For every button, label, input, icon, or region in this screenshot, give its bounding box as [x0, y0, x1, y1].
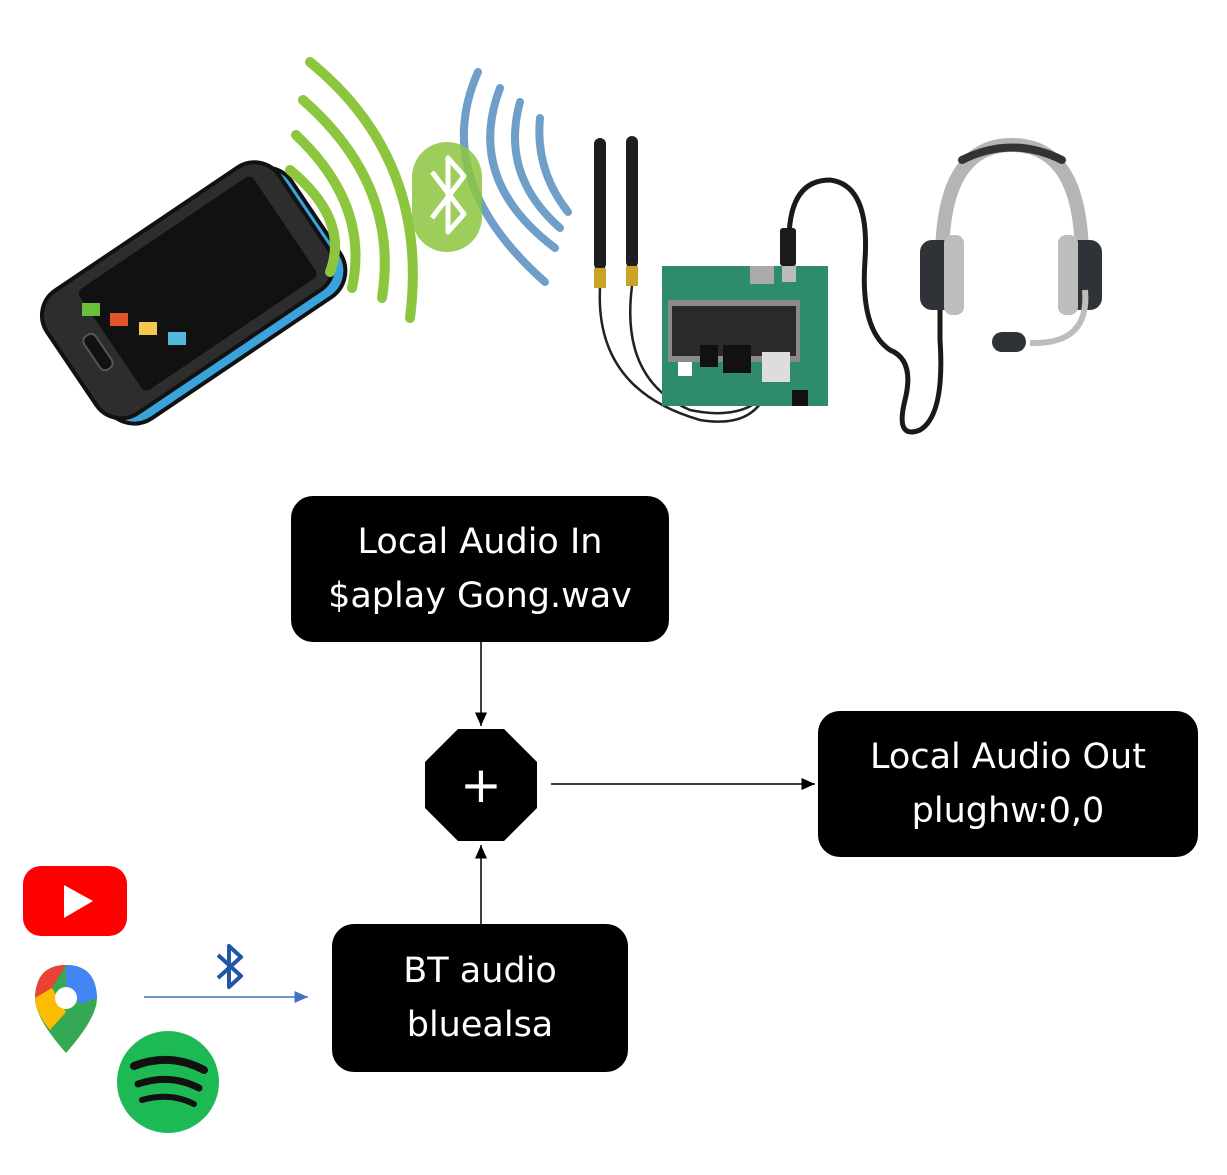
mixer-plus-symbol: + [460, 756, 502, 814]
mixer-node [425, 729, 537, 841]
local-audio-out-block: Local Audio Out plughw:0,0 [818, 711, 1198, 857]
local-audio-in-title: Local Audio In [357, 522, 603, 562]
local-audio-in-command: $aplay Gong.wav [328, 576, 632, 616]
spotify-icon [117, 1031, 219, 1133]
bt-audio-title: BT audio [403, 951, 557, 991]
bt-audio-block: BT audio bluealsa [332, 924, 628, 1072]
bt-audio-backend: bluealsa [406, 1005, 554, 1045]
bluetooth-link-icon [216, 944, 243, 989]
google-maps-icon [35, 965, 97, 1053]
local-audio-out-device: plughw:0,0 [911, 791, 1105, 831]
local-audio-out-title: Local Audio Out [870, 737, 1146, 777]
headset-icon [920, 137, 1102, 352]
bluetooth-icon [412, 142, 482, 252]
bluetooth-wireless-waves [285, 57, 572, 323]
board-with-antennas-icon [594, 136, 944, 435]
smartphone-icon [39, 160, 348, 426]
youtube-icon [23, 866, 127, 936]
local-audio-in-block: Local Audio In $aplay Gong.wav [291, 496, 669, 642]
